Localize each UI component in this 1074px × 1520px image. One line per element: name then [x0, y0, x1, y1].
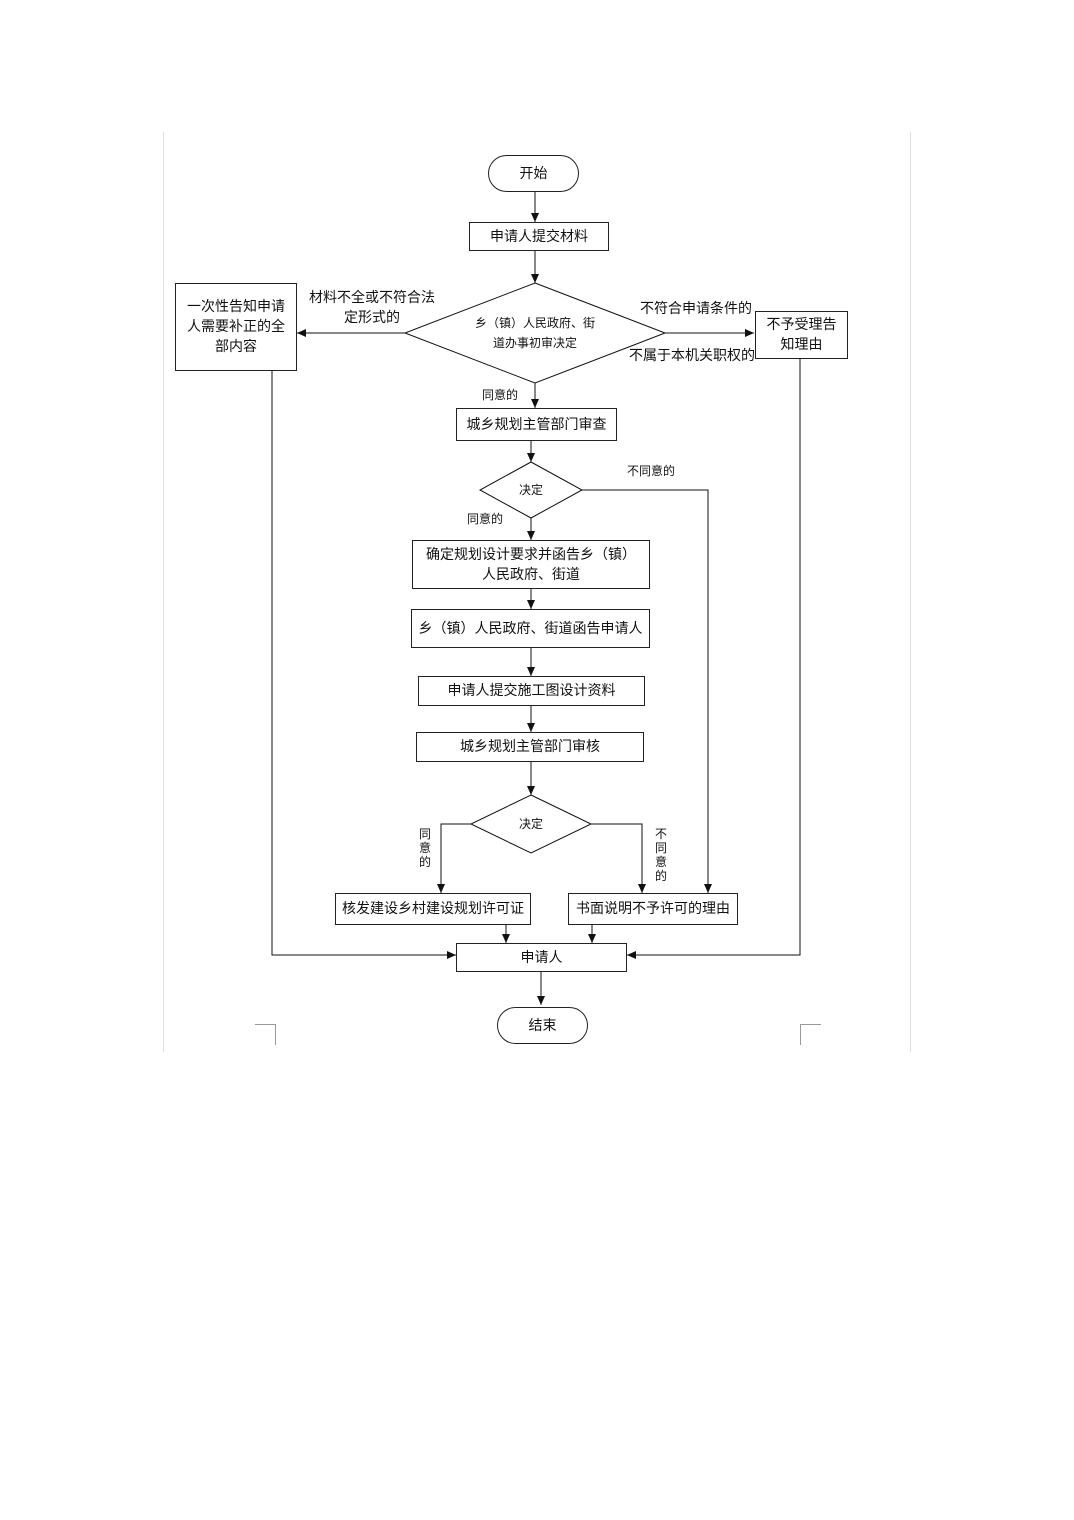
inform-applicant-box: 乡（镇）人民政府、街道函告申请人 [411, 609, 650, 648]
page-left-edge [163, 132, 164, 1052]
arrow-notify-applicant [271, 371, 456, 959]
disagree-label-2: 不同意的 [627, 464, 676, 478]
page-right-edge [910, 132, 911, 1052]
reject-notice-box: 不予受理告知理由 [755, 311, 848, 359]
arrow-decision2-written [582, 489, 712, 893]
not-jurisdiction-label: 不属于本机关职权的 [629, 348, 755, 364]
decision3-diamond [469, 794, 593, 854]
disagree-label-3: 不同意的 [654, 827, 667, 883]
planning-verify-box: 城乡规划主管部门审核 [416, 732, 644, 762]
decision2-text: 决定 [518, 483, 543, 497]
agree-label-3: 同意的 [418, 827, 431, 869]
arrow-reject-applicant [627, 359, 801, 959]
submit-construction-box: 申请人提交施工图设计资料 [418, 676, 645, 706]
corner-mark-left [255, 1024, 276, 1045]
arrow-decision3-issue [437, 823, 471, 893]
decision1-text: 乡（镇）人民政府、街道办事初审决定 [474, 316, 595, 350]
planning-review-box: 城乡规划主管部门审查 [456, 408, 617, 441]
start-terminal: 开始 [488, 155, 579, 192]
corner-mark-right [800, 1024, 821, 1045]
decision3-text: 决定 [518, 817, 543, 831]
not-eligible-label: 不符合申请条件的 [640, 301, 752, 317]
flowchart-connectors [271, 192, 801, 1005]
agree-label-1: 同意的 [482, 388, 519, 402]
end-terminal: 结束 [497, 1007, 588, 1044]
written-refusal-box: 书面说明不予许可的理由 [568, 893, 738, 925]
agree-label-2: 同意的 [467, 512, 504, 526]
confirm-requirements-box: 确定规划设计要求并函告乡（镇）人民政府、街道 [412, 540, 650, 589]
incomplete-label: 材料不全或不符合法定形式的 [309, 290, 435, 326]
applicant-box: 申请人 [456, 943, 627, 972]
submit-materials-box: 申请人提交材料 [469, 222, 609, 251]
arrow-decision3-written [591, 823, 646, 893]
issue-permit-box: 核发建设乡村建设规划许可证 [335, 893, 531, 925]
notify-supplement-box: 一次性告知申请人需要补正的全部内容 [175, 283, 297, 371]
